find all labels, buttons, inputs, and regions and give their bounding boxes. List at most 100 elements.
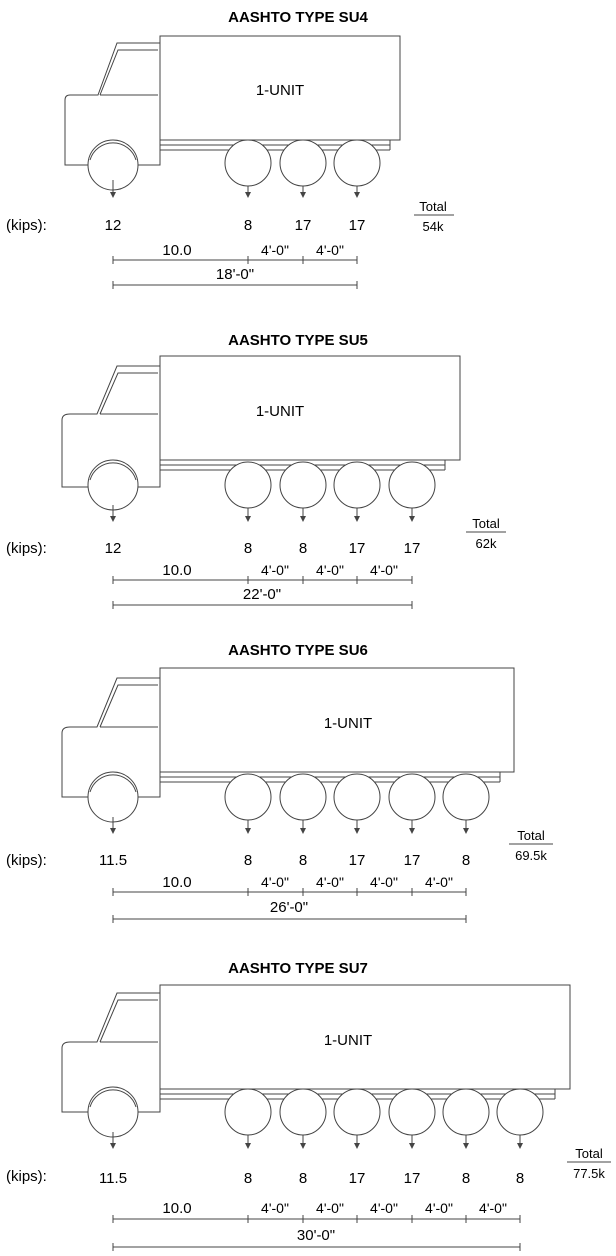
kips-label: (kips): <box>6 540 47 557</box>
cargo-box <box>159 667 515 773</box>
spacing-label: 4'-0" <box>425 874 453 890</box>
axle-load: 17 <box>295 217 312 234</box>
axle-load: 17 <box>349 217 366 234</box>
axle-load: 11.5 <box>99 1170 127 1187</box>
spacing-label: 4'-0" <box>261 562 289 578</box>
overall-label: 30'-0" <box>297 1227 335 1244</box>
cab-outline <box>61 365 161 488</box>
spacing-label: 4'-0" <box>316 562 344 578</box>
truck-title: AASHTO TYPE SU5 <box>228 332 368 349</box>
spacing-dimension <box>112 576 413 584</box>
wheel <box>333 461 381 509</box>
spacing-label: 4'-0" <box>261 1200 289 1216</box>
spacing-label: 4'-0" <box>370 874 398 890</box>
cab-outline <box>64 42 161 166</box>
total-value: 62k <box>476 536 497 551</box>
wheel-arch <box>89 142 137 161</box>
total-value: 54k <box>423 219 444 234</box>
truck-su5: AASHTO TYPE SU5 1-UNIT (kips): 12 8 8 17… <box>6 332 506 609</box>
load-arrows <box>110 505 415 522</box>
truck-su4: AASHTO TYPE SU4 1-UNIT (kips): 12 8 17 1… <box>6 9 454 289</box>
truck-su6: AASHTO TYPE SU6 1-UNIT (kips): 11.5 8 8 … <box>6 642 553 923</box>
axle-load: 12 <box>105 540 122 557</box>
spacing-label: 4'-0" <box>479 1200 507 1216</box>
axle-load: 8 <box>244 852 252 869</box>
axle-load: 8 <box>299 540 307 557</box>
spacing-label: 10.0 <box>162 1200 191 1217</box>
wheel <box>279 1088 327 1136</box>
axle-load: 11.5 <box>99 852 127 869</box>
overall-dimension <box>112 915 467 923</box>
axle-load: 8 <box>462 1170 470 1187</box>
axle-load: 8 <box>299 852 307 869</box>
cab-window <box>99 684 158 728</box>
kips-label: (kips): <box>6 852 47 869</box>
wheel <box>442 1088 490 1136</box>
axle-load: 17 <box>404 1170 421 1187</box>
axle-load: 17 <box>349 852 366 869</box>
spacing-label: 4'-0" <box>261 242 289 258</box>
wheel <box>442 773 490 821</box>
wheel-arch <box>89 1089 137 1108</box>
spacing-label: 4'-0" <box>316 242 344 258</box>
spacing-label: 4'-0" <box>261 874 289 890</box>
spacing-label: 4'-0" <box>316 874 344 890</box>
axle-load: 8 <box>244 217 252 234</box>
cargo-box <box>159 355 461 461</box>
overall-label: 22'-0" <box>243 586 281 603</box>
overall-dimension <box>112 1243 521 1251</box>
total-label: Total <box>517 828 545 843</box>
wheel <box>224 461 272 509</box>
spacing-dimension <box>112 888 467 896</box>
axle-load: 17 <box>404 540 421 557</box>
truck-title: AASHTO TYPE SU4 <box>228 9 368 26</box>
axle-load: 8 <box>516 1170 524 1187</box>
axle-load: 8 <box>244 1170 252 1187</box>
axle-load: 8 <box>244 540 252 557</box>
wheel <box>224 773 272 821</box>
truck-title: AASHTO TYPE SU7 <box>228 960 368 977</box>
kips-label: (kips): <box>6 1168 47 1185</box>
load-arrows <box>110 817 469 834</box>
body-label: 1-UNIT <box>324 1032 372 1049</box>
wheel <box>333 773 381 821</box>
axle-load: 17 <box>349 540 366 557</box>
wheel <box>388 461 436 509</box>
spacing-label: 4'-0" <box>425 1200 453 1216</box>
body-label: 1-UNIT <box>324 715 372 732</box>
axle-load: 17 <box>404 852 421 869</box>
cab-outline <box>61 992 161 1113</box>
overall-dimension <box>112 281 358 289</box>
wheel <box>388 773 436 821</box>
truck-su7: AASHTO TYPE SU7 1-UNIT (kips): 11.5 8 8 … <box>6 960 611 1251</box>
wheel <box>279 773 327 821</box>
wheel <box>496 1088 544 1136</box>
axle-load: 8 <box>299 1170 307 1187</box>
wheel-arch <box>89 462 137 481</box>
wheel <box>87 1086 139 1138</box>
total-value: 69.5k <box>515 848 547 863</box>
total-label: Total <box>419 199 447 214</box>
spacing-label: 10.0 <box>162 562 191 579</box>
cab-window <box>99 999 158 1043</box>
cab-window <box>99 49 158 96</box>
total-value: 77.5k <box>573 1166 605 1181</box>
total-label: Total <box>575 1146 603 1161</box>
wheel <box>333 1088 381 1136</box>
body-label: 1-UNIT <box>256 82 304 99</box>
wheel-arch <box>89 774 137 793</box>
overall-label: 18'-0" <box>216 266 254 283</box>
cab-window <box>99 372 158 415</box>
spacing-label: 10.0 <box>162 874 191 891</box>
axle-load: 8 <box>462 852 470 869</box>
load-arrows <box>110 180 360 198</box>
wheel <box>279 461 327 509</box>
truck-title: AASHTO TYPE SU6 <box>228 642 368 659</box>
overall-dimension <box>112 601 413 609</box>
wheel <box>388 1088 436 1136</box>
wheel <box>87 459 139 511</box>
wheel <box>87 771 139 823</box>
wheel <box>279 139 327 187</box>
overall-label: 26'-0" <box>270 899 308 916</box>
